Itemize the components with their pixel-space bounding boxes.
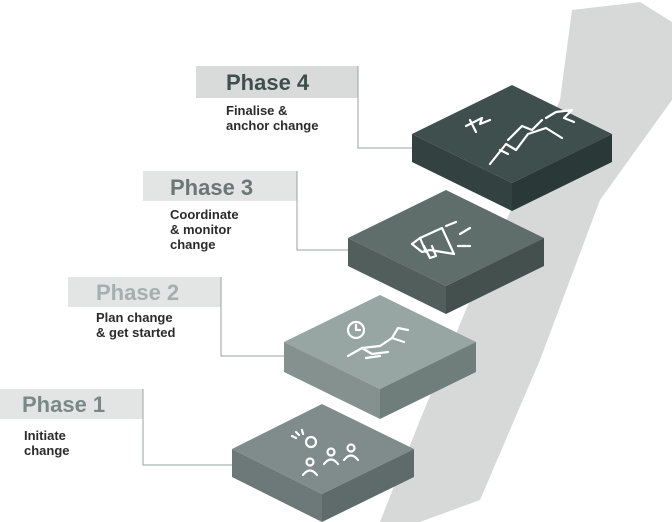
megaphone-icon: [410, 220, 472, 260]
phase-4-title: Phase 4: [226, 70, 310, 95]
phase-3-description: Coordinate & monitor change: [170, 207, 242, 252]
phase-1-group: Phase 1 Initiate change: [0, 389, 414, 522]
phase-3-title: Phase 3: [170, 175, 253, 200]
mountain-flag-icon: [464, 108, 576, 166]
phase-4-block: [412, 85, 612, 211]
phase-4-description: Finalise & anchor change: [226, 103, 318, 133]
phase-2-group: Phase 2 Plan change & get started: [68, 277, 476, 419]
team-idea-icon: [290, 428, 360, 477]
handshake-clock-icon: [346, 320, 410, 360]
phase-2-title: Phase 2: [96, 280, 179, 305]
phase-1-title: Phase 1: [22, 392, 105, 417]
phase-1-connector: [142, 389, 232, 466]
phase-3-group: Phase 3 Coordinate & monitor change: [143, 171, 544, 314]
phase-1-description: Initiate change: [24, 428, 70, 458]
phase-1-label-bg: [0, 389, 143, 419]
phase-2-connector: [220, 277, 284, 357]
phase-3-label-bg: [143, 171, 297, 201]
phase-2-block: [284, 295, 476, 419]
phase-4-label-bg: [196, 66, 358, 98]
phase-1-block: [232, 404, 414, 522]
phase-4-connector: [357, 66, 412, 149]
phase-2-label-bg: [68, 277, 221, 307]
phase-3-connector: [296, 171, 348, 251]
phase-4-group: Phase 4 Finalise & anchor change: [196, 66, 612, 211]
phase-2-description: Plan change & get started: [96, 310, 176, 340]
